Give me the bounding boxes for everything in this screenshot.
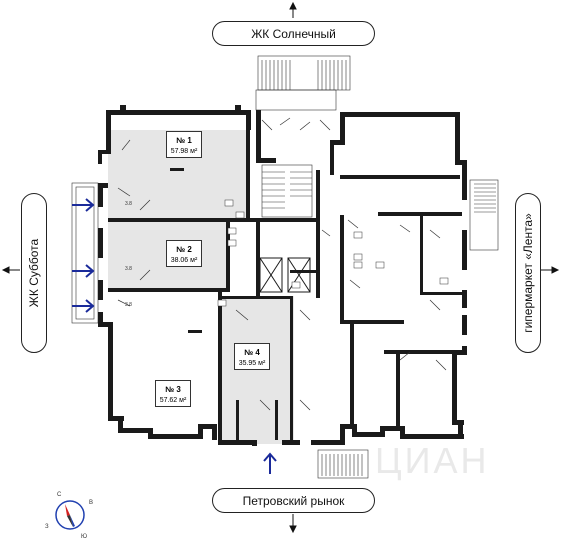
stairs-south <box>317 449 369 479</box>
exterior-walls <box>98 105 467 446</box>
stairs-top <box>255 55 351 111</box>
direction-label-west: ЖК Суббота <box>21 193 47 353</box>
direction-label-east: гипермаркет «Лента» <box>515 193 541 353</box>
unit-number-1: № 1 <box>176 136 192 145</box>
compass-rose: С В Ю З <box>45 490 95 540</box>
small-room-area-3: 3.8 <box>125 302 132 308</box>
interior-walls <box>108 130 464 442</box>
stairs-east <box>469 179 499 251</box>
unit-number-3: № 3 <box>165 385 181 394</box>
unit-label-2: № 2 38.06 м² <box>166 240 202 267</box>
door-swings <box>117 117 447 411</box>
direction-arrows <box>1 1 560 534</box>
direction-label-south: Петровский рынок <box>212 488 375 513</box>
direction-text-south: Петровский рынок <box>242 493 345 508</box>
unit-area-1: 57.98 м² <box>170 148 198 155</box>
small-room-area-1: 3.8 <box>125 201 132 207</box>
sanitary-fixtures <box>217 199 449 307</box>
unit-area-4: 35.95 м² <box>238 360 266 367</box>
small-room-area-2: 3.8 <box>125 266 132 272</box>
elevators <box>259 257 311 293</box>
unit-number-2: № 2 <box>176 245 192 254</box>
unit-area-3: 57.62 м² <box>159 397 187 404</box>
unit-label-3: № 3 57.62 м² <box>155 380 191 407</box>
entrance-arrows <box>72 198 277 474</box>
central-stair <box>261 164 313 218</box>
radiators <box>170 168 202 333</box>
compass-west: З <box>45 524 49 530</box>
unit-area-2: 38.06 м² <box>170 257 198 264</box>
unit-label-1: № 1 57.98 м² <box>166 131 202 158</box>
compass-icon <box>55 500 85 530</box>
unit-number-4: № 4 <box>244 348 260 357</box>
compass-south: Ю <box>81 534 88 540</box>
compass-north: С <box>57 492 62 498</box>
unit-label-4: № 4 35.95 м² <box>234 343 270 370</box>
direction-label-north: ЖК Солнечный <box>212 21 375 46</box>
direction-text-north: ЖК Солнечный <box>251 26 336 41</box>
unit-highlights <box>108 130 294 444</box>
compass-east: В <box>89 500 94 506</box>
watermark: ЦИАН <box>375 440 490 481</box>
